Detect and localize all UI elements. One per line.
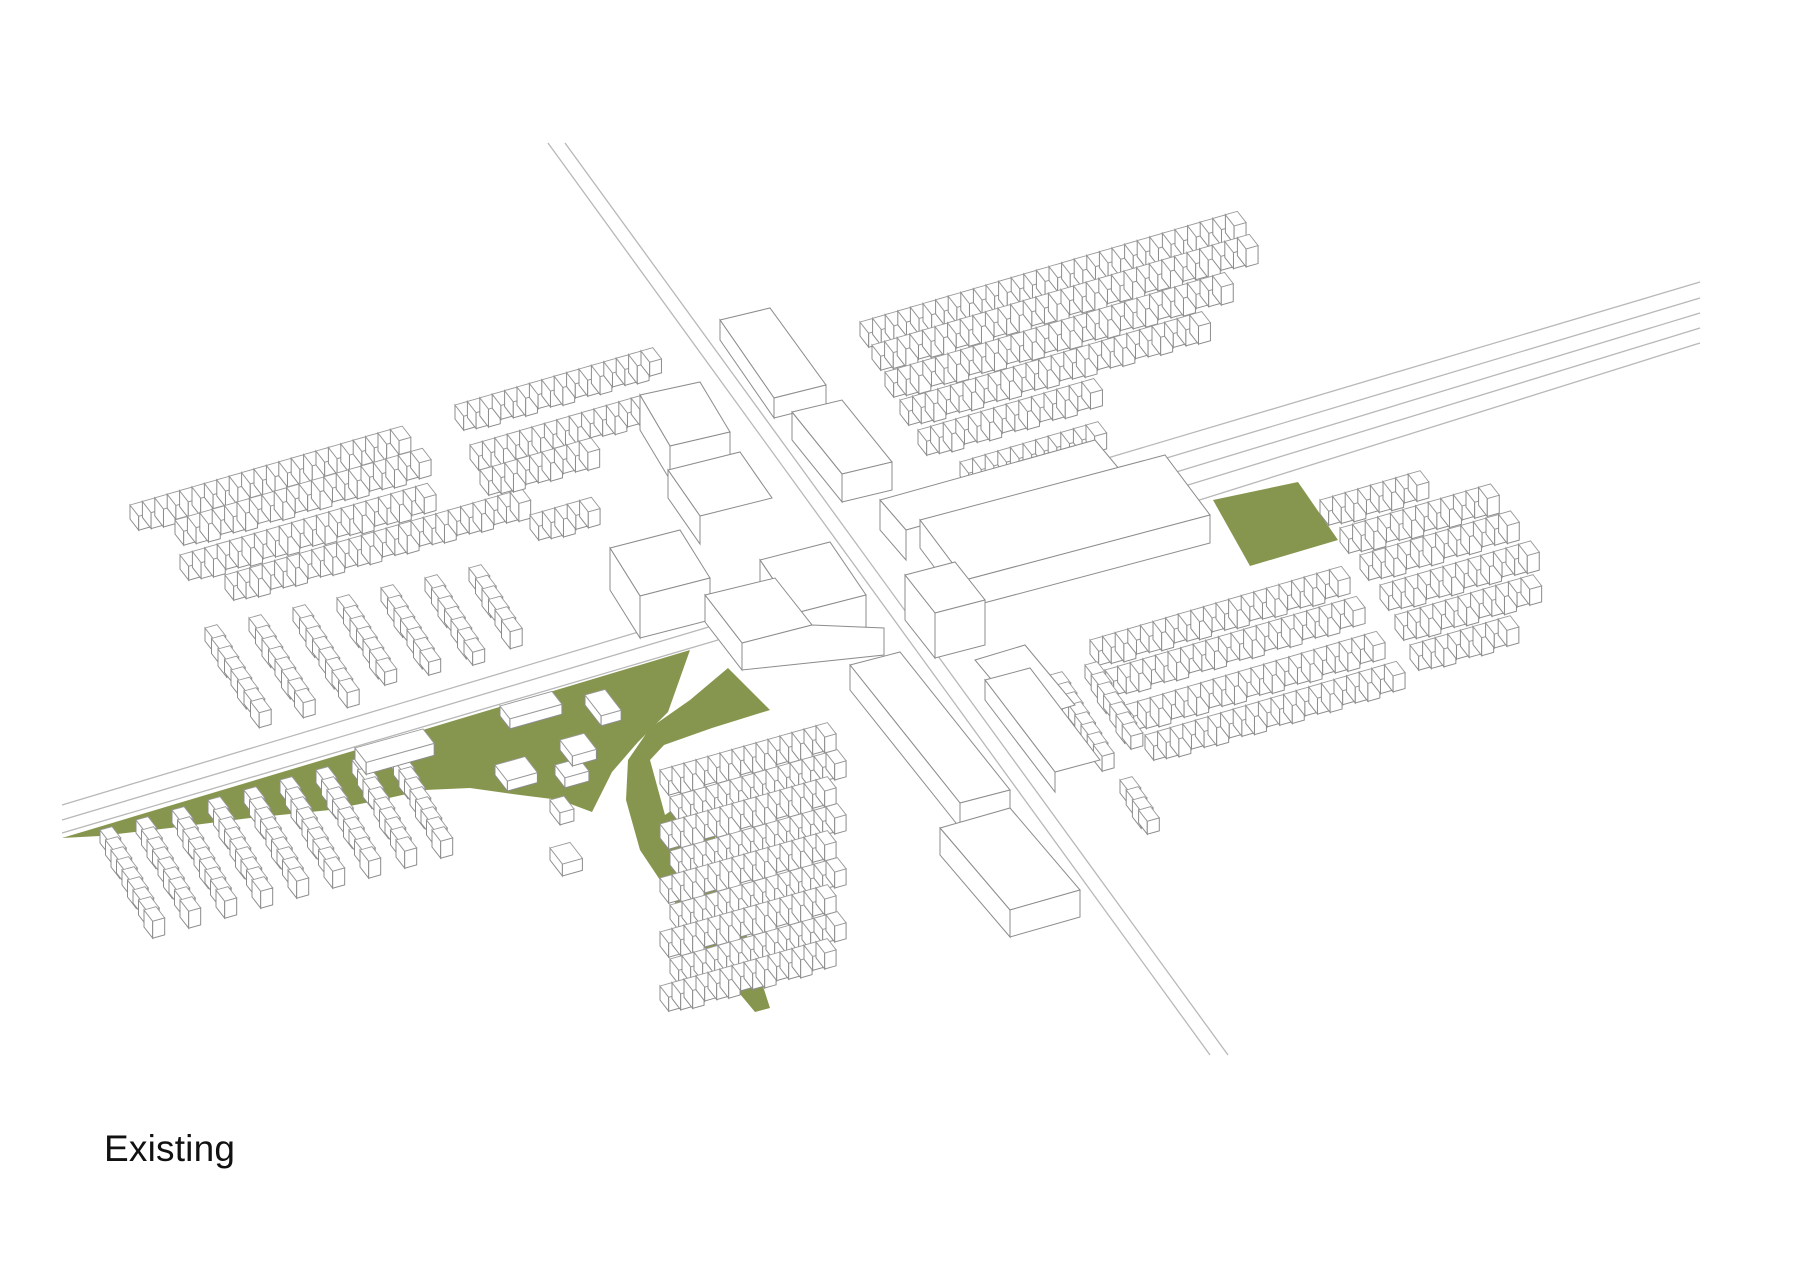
building-face (578, 496, 601, 513)
building-face (815, 776, 837, 792)
building-face (1236, 233, 1259, 250)
building-face (1343, 595, 1366, 612)
building-face (584, 688, 622, 717)
building-face (359, 846, 382, 862)
building-face (1092, 741, 1115, 757)
building-face (419, 647, 442, 663)
building-face (815, 830, 837, 846)
building-face (143, 906, 166, 922)
building-face (287, 866, 310, 882)
building-face (463, 637, 486, 653)
building-face (414, 482, 437, 499)
building-face (293, 687, 316, 704)
building-face (815, 938, 837, 954)
large-blocks (609, 307, 1211, 939)
building-face (1517, 540, 1541, 557)
main-avenue (547, 142, 1229, 1056)
building-face (825, 803, 847, 819)
building-face (494, 756, 539, 782)
building-face (215, 886, 238, 902)
building-face (1497, 510, 1521, 527)
building-face (1085, 421, 1108, 437)
building-face (179, 896, 202, 912)
building-face (395, 836, 418, 852)
building-face (389, 425, 412, 442)
building-face (640, 347, 663, 363)
green-space-block-east (1213, 482, 1338, 566)
building-face (431, 826, 454, 842)
building-face (1211, 271, 1235, 288)
building-face (1121, 721, 1144, 737)
building-face (323, 856, 346, 872)
building-face (1477, 483, 1501, 500)
building-face (825, 749, 847, 765)
building-face (1363, 630, 1386, 647)
building-face (500, 616, 523, 633)
building-face (251, 876, 274, 892)
building-face (249, 697, 272, 714)
diagram-caption: Existing (104, 1128, 236, 1169)
building-face (1224, 210, 1247, 227)
building-face (578, 437, 601, 453)
building-face (559, 732, 598, 757)
building-face (549, 841, 584, 865)
building-face (825, 857, 847, 873)
building-face (815, 722, 837, 738)
rail-corridor-west (61, 611, 719, 834)
building-face (1328, 565, 1351, 582)
building-face (1520, 574, 1543, 590)
building-face (825, 911, 847, 927)
building-face (499, 690, 563, 720)
building-face (375, 657, 398, 673)
building-face (1383, 660, 1406, 677)
building-face (337, 677, 360, 694)
building-face (1497, 615, 1520, 631)
building-face (549, 795, 575, 814)
building-face (1407, 470, 1430, 486)
building-face (354, 728, 435, 763)
building-face (1137, 806, 1161, 822)
building-face (1189, 311, 1212, 327)
building-face (409, 447, 432, 464)
building-face (1081, 378, 1104, 394)
building-face (815, 884, 837, 900)
